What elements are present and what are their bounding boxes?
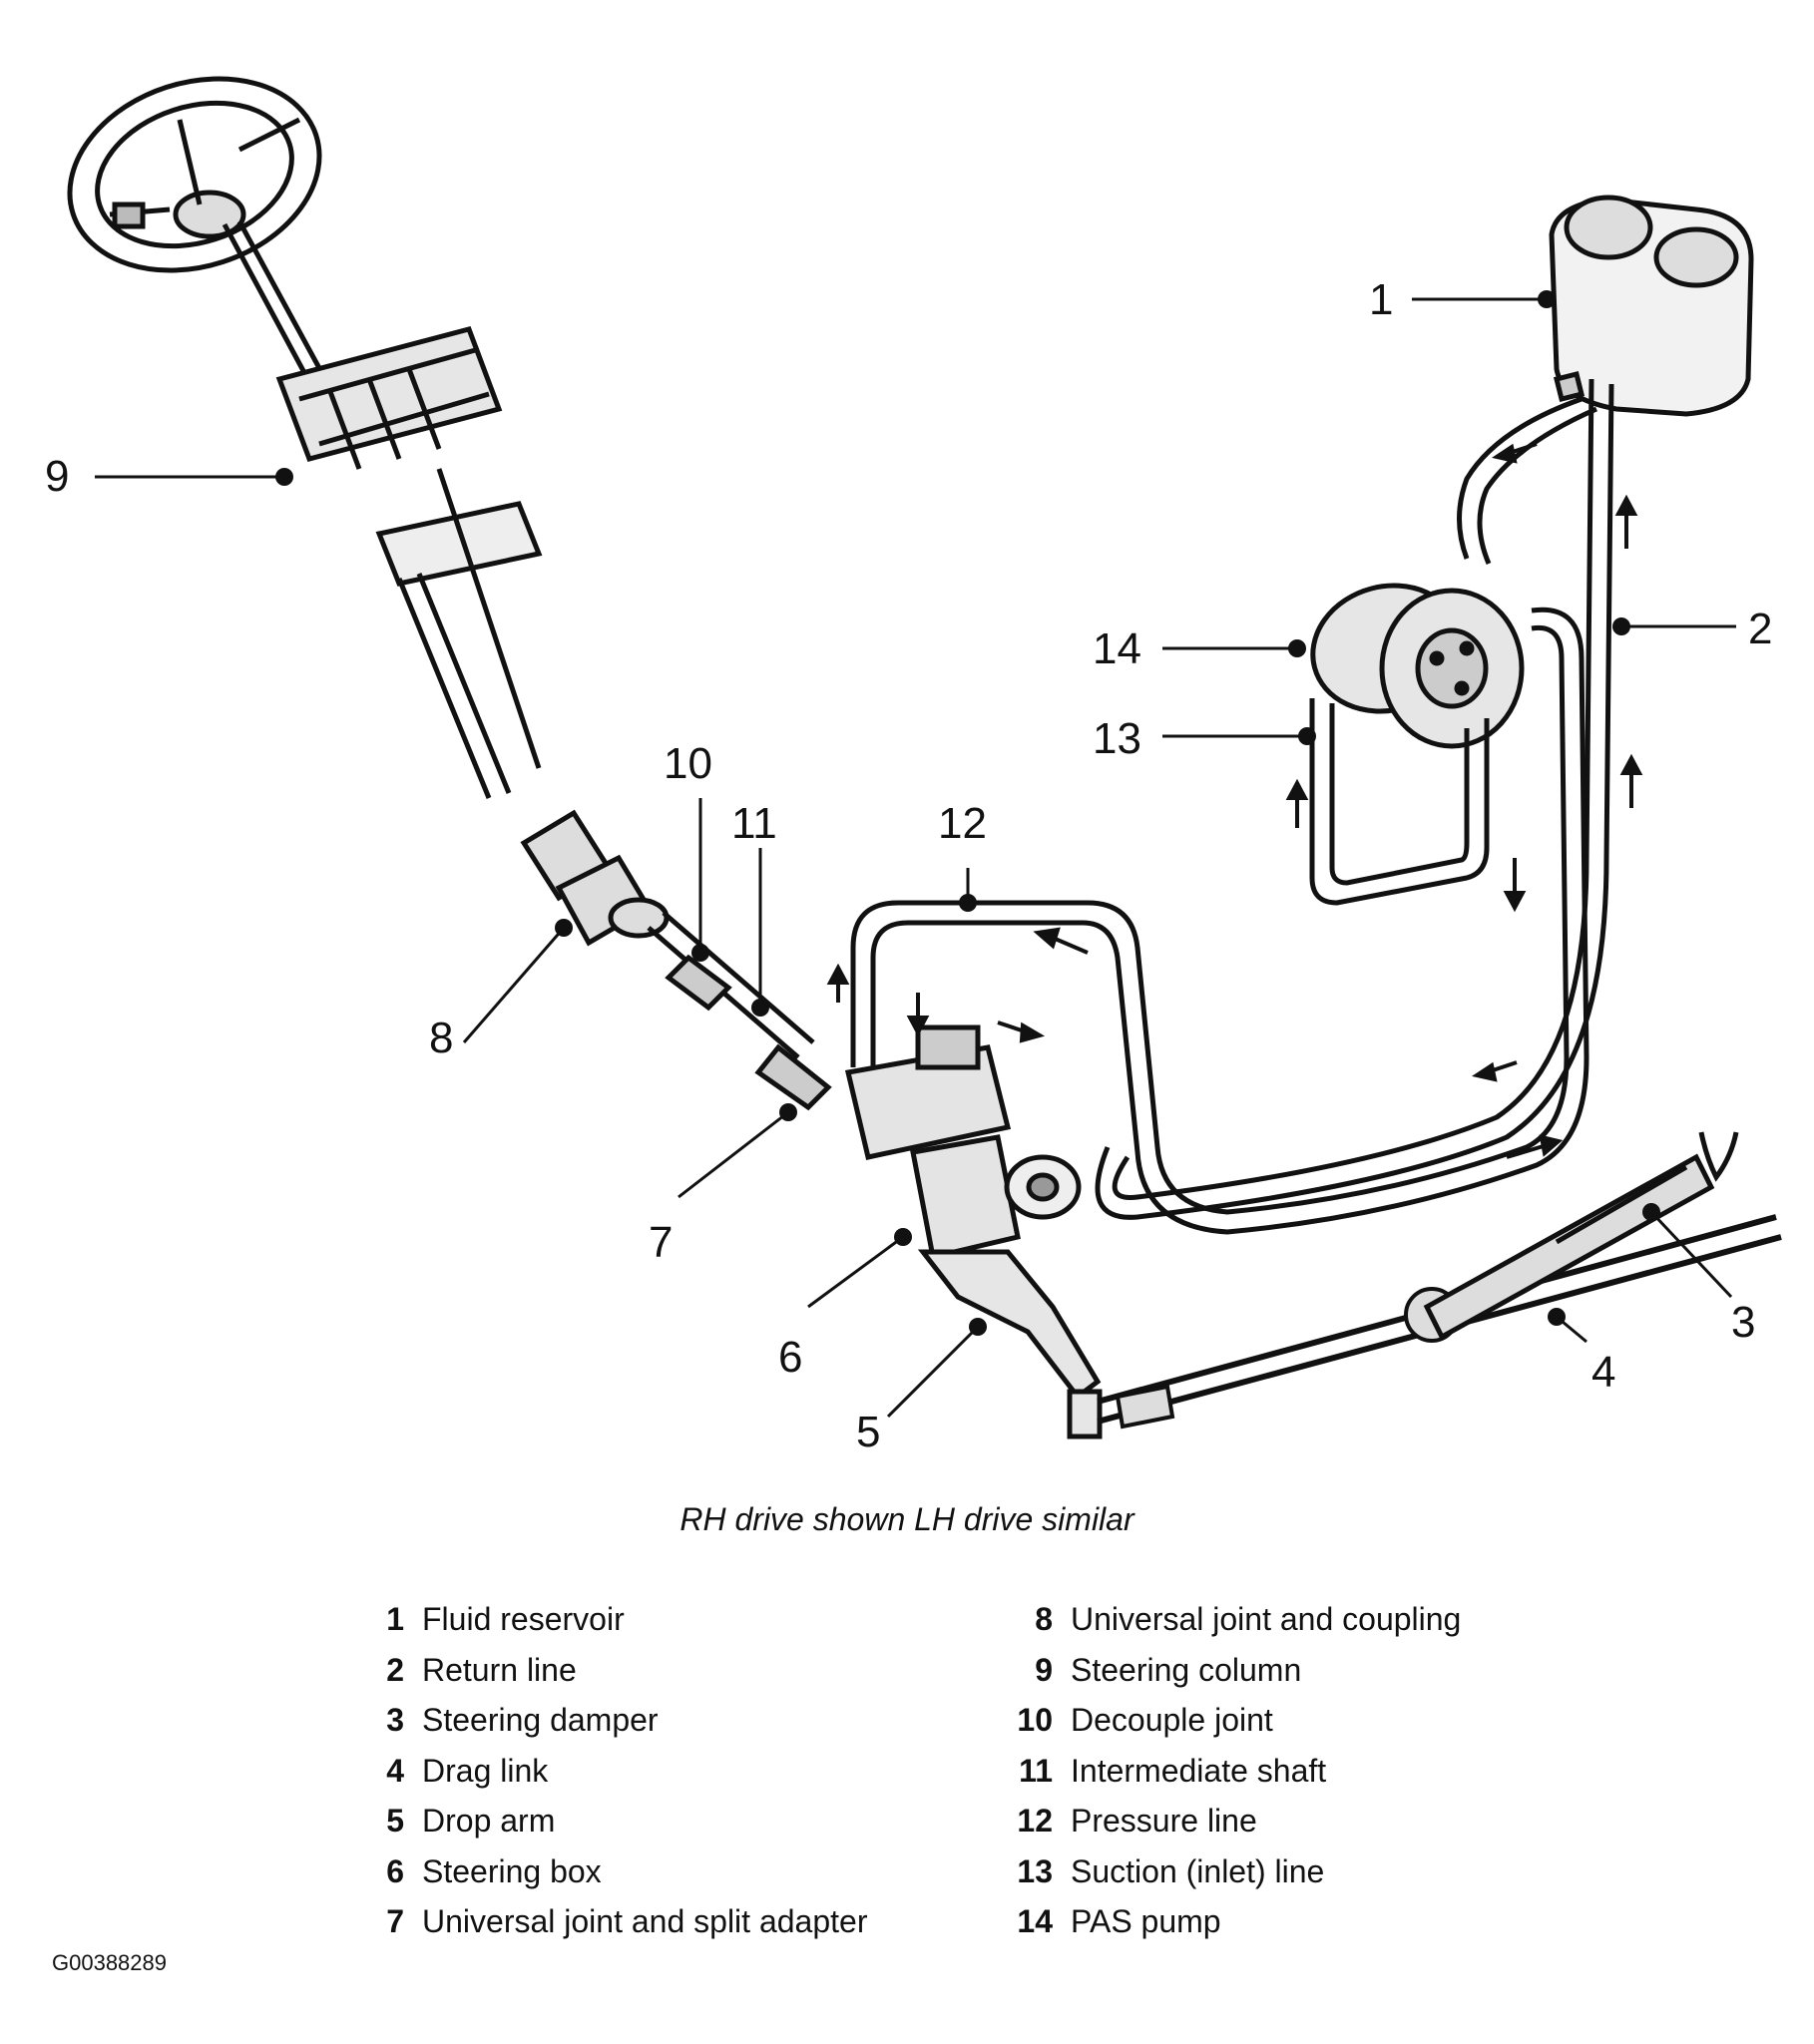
legend-item: 10 Decouple joint [993,1695,1461,1746]
callout-14: 14 [1093,624,1141,673]
legend-label: PAS pump [1071,1903,1221,1939]
callout-12: 12 [938,799,987,848]
callout-5: 5 [856,1408,880,1456]
steering-system-diagram: 1 2 3 4 5 6 7 8 9 10 11 12 13 14 [45,76,1782,1456]
legend-label: Steering damper [422,1702,659,1738]
steering-column [222,219,543,799]
legend-num: 5 [386,1803,404,1839]
callout-10: 10 [664,739,712,788]
drop-arm [917,1249,1103,1439]
legend-label: Decouple joint [1071,1702,1273,1738]
callout-11: 11 [731,799,777,848]
legend-num: 3 [386,1702,404,1738]
legend-item: 1 Fluid reservoir [344,1594,867,1645]
steering-box [844,1024,1082,1261]
legend-num: 14 [1017,1903,1053,1939]
legend-label: Steering column [1071,1651,1302,1688]
legend-label: Return line [422,1651,577,1688]
flow-arrows [826,442,1643,1159]
legend-label: Universal joint and coupling [1071,1601,1462,1637]
legend-num: 2 [386,1651,404,1688]
callout-3: 3 [1731,1298,1755,1347]
steering-wheel [67,76,322,273]
legend-item: 5 Drop arm [344,1796,867,1846]
legend-num: 7 [386,1903,404,1939]
callout-7: 7 [649,1218,673,1267]
callout-2: 2 [1748,605,1772,653]
figure-id: G00388289 [52,1950,167,1975]
legend-num: 10 [1017,1702,1053,1738]
steering-damper [1423,1131,1739,1341]
legend-label: Intermediate shaft [1071,1752,1327,1789]
callout-9: 9 [45,452,69,501]
callout-4: 4 [1591,1348,1615,1397]
legend-num: 1 [386,1601,404,1637]
figure-caption: RH drive shown LH drive similar [680,1501,1134,1537]
legend-num: 12 [1017,1803,1053,1839]
legend-item: 9 Steering column [993,1645,1461,1696]
legend-item: 7 Universal joint and split adapter [344,1896,867,1947]
legend-item: 13 Suction (inlet) line [993,1846,1461,1897]
legend-num: 8 [1035,1601,1053,1637]
legend-item: 4 Drag link [344,1746,867,1797]
leader-lines [95,290,1736,1419]
legend-label: Fluid reservoir [422,1601,625,1637]
pressure-line [850,607,1589,1235]
legend-label: Drop arm [422,1803,556,1839]
legend-num: 13 [1017,1852,1053,1889]
legend-num: 9 [1035,1651,1053,1688]
callout-13: 13 [1093,714,1141,763]
legend-label: Pressure line [1071,1803,1257,1839]
legend-item: 6 Steering box [344,1846,867,1897]
intermediate-shaft [647,911,832,1111]
suction-line [1309,698,1490,906]
pas-pump [1310,583,1525,749]
legend-item: 8 Universal joint and coupling [993,1594,1461,1645]
legend-label: Drag link [422,1752,549,1789]
legend-label: Steering box [422,1852,602,1889]
legend-item: 2 Return line [344,1645,867,1696]
legend-label: Universal joint and split adapter [422,1903,868,1939]
legend-item: 3 Steering damper [344,1695,867,1746]
legend-num: 11 [1019,1752,1053,1789]
fluid-reservoir [1549,195,1754,417]
legend-label: Suction (inlet) line [1071,1852,1325,1889]
return-branch [1457,396,1598,565]
legend-right: 8 Universal joint and coupling 9 Steering … [993,1594,1461,1947]
universal-joint-coupling [520,809,670,947]
legend-num: 4 [386,1752,404,1789]
callout-1: 1 [1369,275,1393,324]
return-line [1095,378,1614,1220]
legend-item: 11 Intermediate shaft [993,1746,1461,1797]
legend-item: 14 PAS pump [993,1896,1461,1947]
legend-item: 12 Pressure line [993,1796,1461,1846]
legend-num: 6 [386,1852,404,1889]
callout-6: 6 [778,1333,802,1382]
callout-8: 8 [429,1014,453,1062]
